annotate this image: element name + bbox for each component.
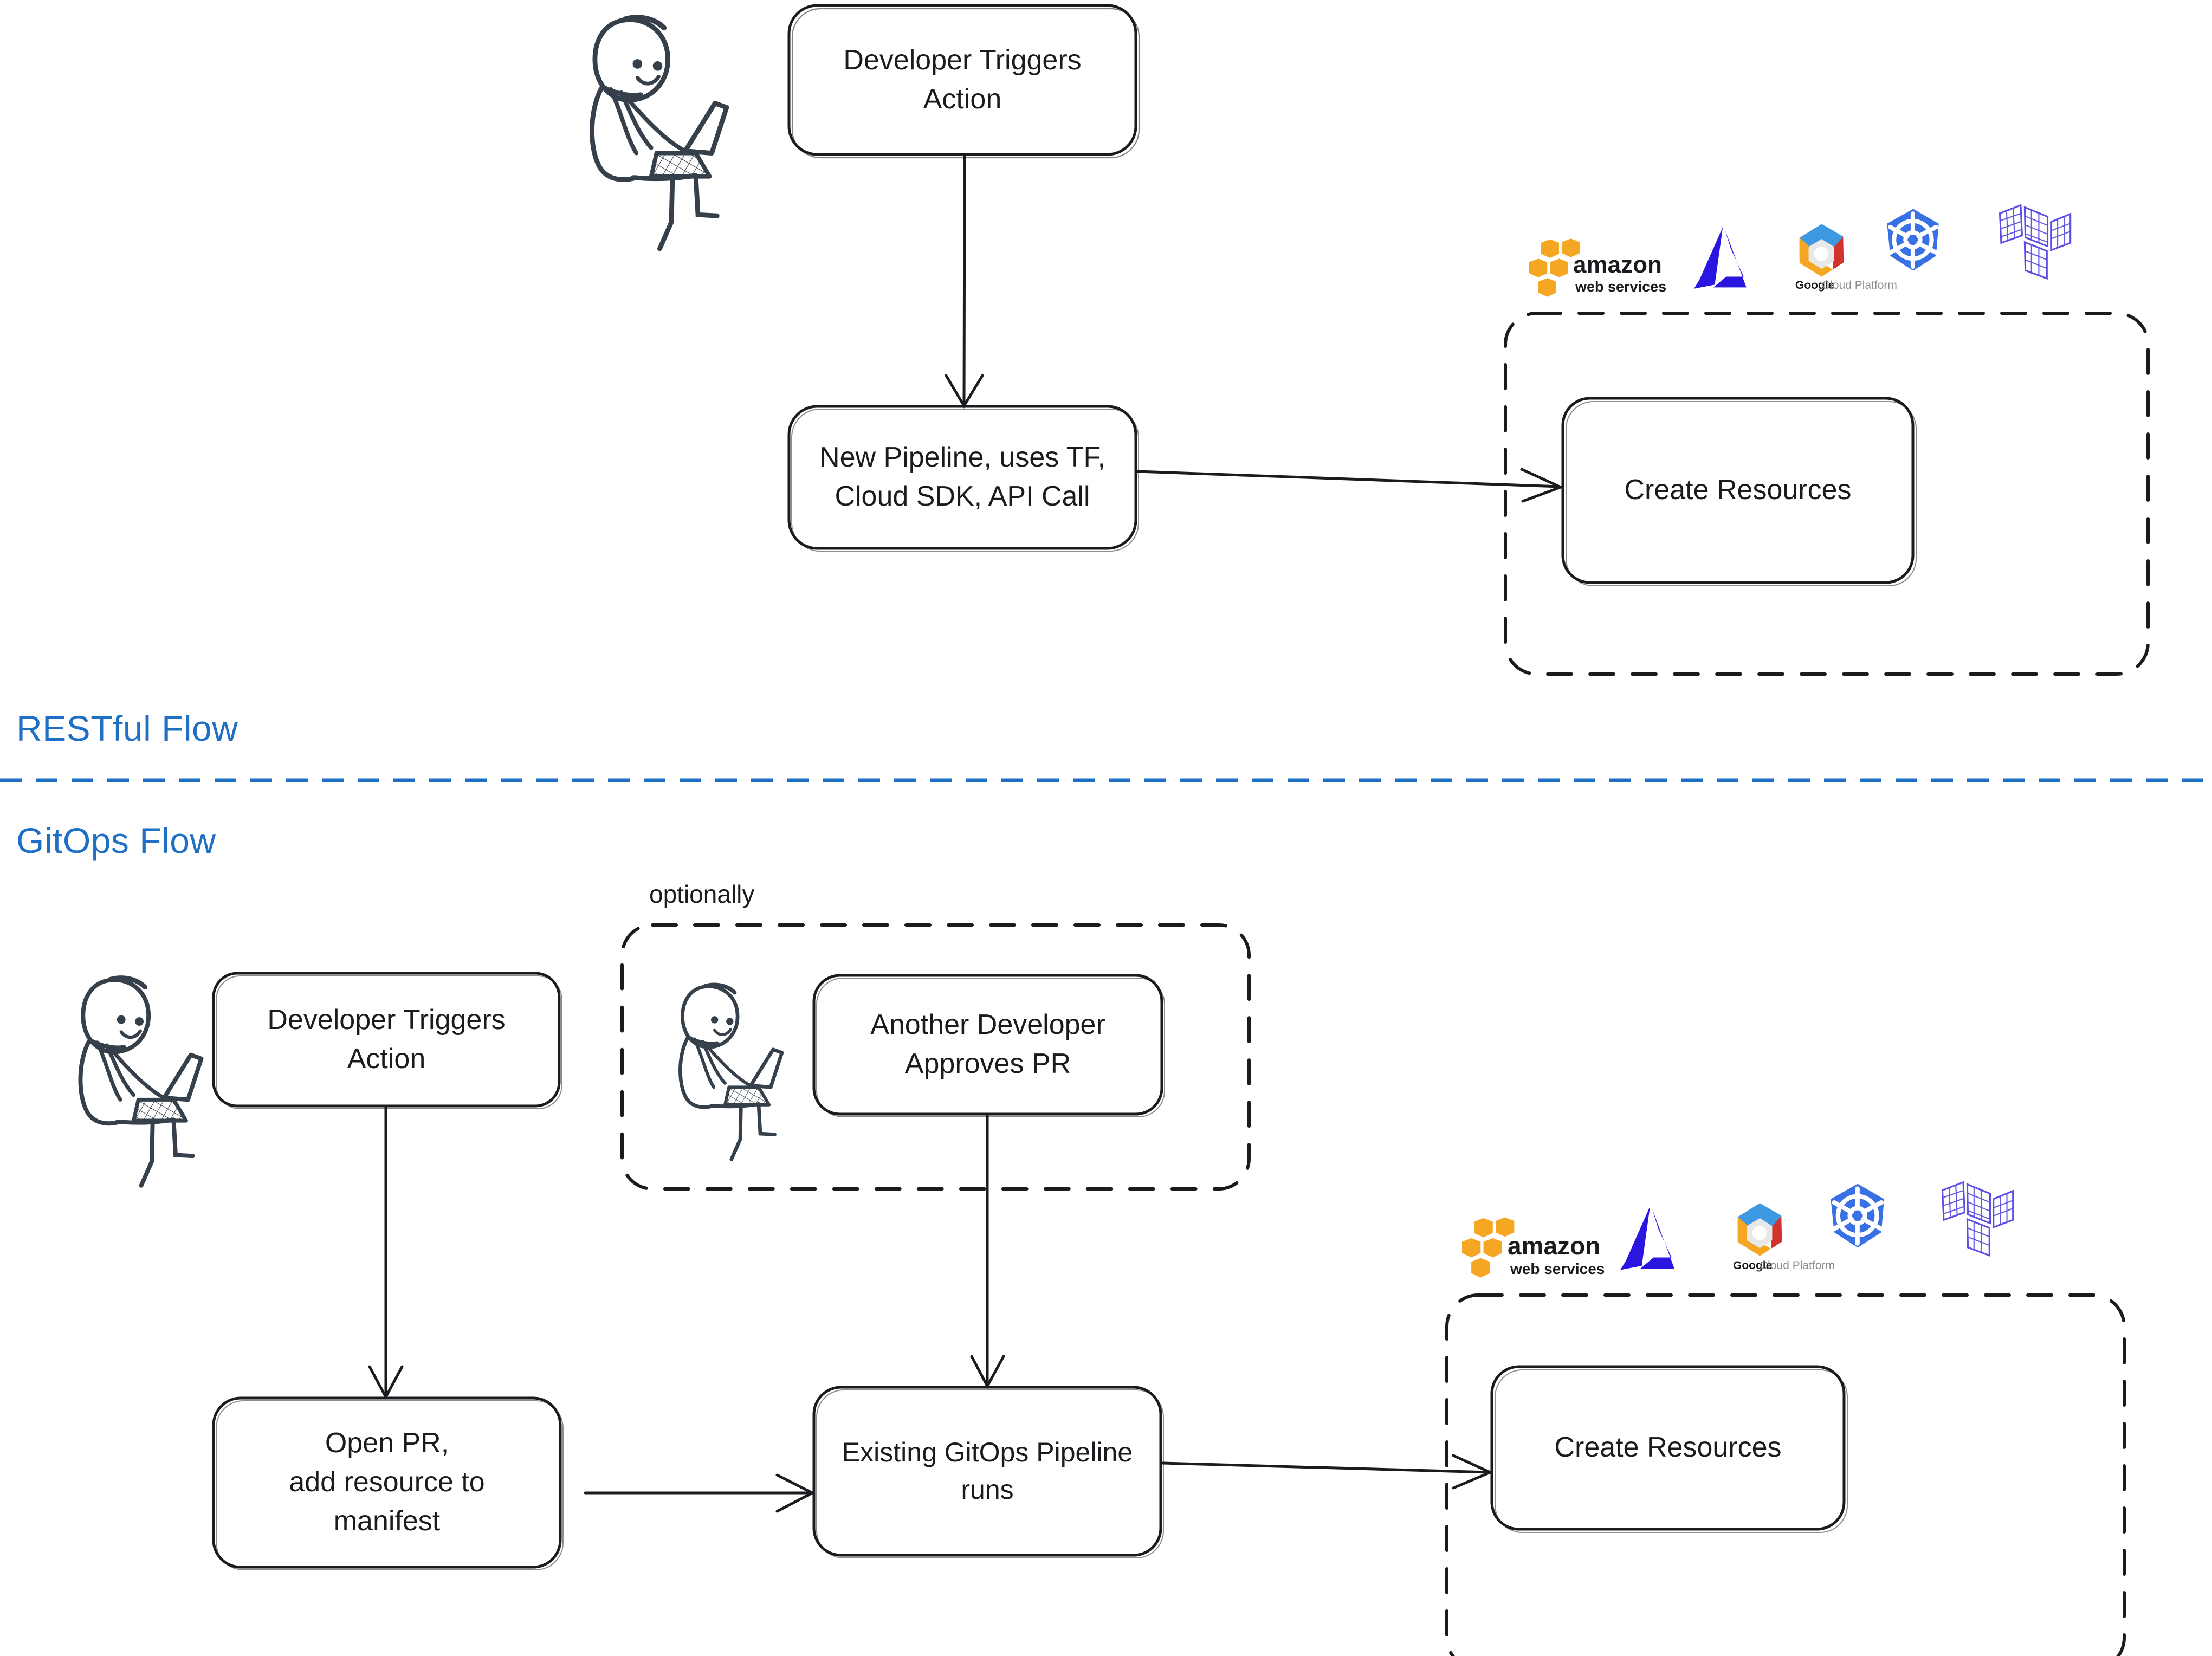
aws-wordmark-secondary: web services bbox=[1510, 1260, 1605, 1277]
aws-wordmark-primary: amazon bbox=[1508, 1232, 1600, 1260]
terraform-logo bbox=[1998, 204, 2072, 280]
kubernetes-logo bbox=[1831, 1184, 1884, 1248]
optional-label: optionally bbox=[649, 880, 755, 908]
section-title-restful-flow: RESTful Flow bbox=[16, 708, 238, 748]
node-new-pipeline[interactable] bbox=[787, 405, 1139, 552]
gcp-wordmark-primary: Google bbox=[1733, 1259, 1772, 1272]
edge-dev-to-pipeline-restful bbox=[945, 154, 984, 409]
restful-developer-figure bbox=[592, 17, 726, 249]
gitops-developer-figure bbox=[80, 978, 201, 1186]
node-developer-triggers-action-restful[interactable] bbox=[787, 4, 1140, 159]
azure-logo bbox=[1620, 1206, 1674, 1270]
gcp-wordmark-secondary: Cloud Platform bbox=[1760, 1259, 1835, 1272]
google-cloud-platform-logo bbox=[1737, 1203, 1782, 1256]
section-title-gitops-flow: GitOps Flow bbox=[16, 820, 216, 861]
node-developer-triggers-action-gitops[interactable] bbox=[212, 972, 562, 1109]
edge-approver-to-pipeline-gitops bbox=[970, 1114, 1005, 1389]
node-create-resources-gitops[interactable] bbox=[1490, 1365, 1848, 1533]
edge-pipeline-to-create-gitops bbox=[1161, 1454, 1494, 1490]
edge-dev-to-openpr-gitops bbox=[368, 1106, 404, 1400]
edge-openpr-to-pipeline-gitops bbox=[584, 1473, 816, 1513]
google-cloud-platform-logo bbox=[1799, 224, 1844, 277]
gitops-reviewer-figure bbox=[680, 985, 782, 1159]
gcp-wordmark-secondary: Cloud Platform bbox=[1822, 279, 1897, 292]
aws-wordmark-secondary: web services bbox=[1575, 279, 1666, 295]
aws-logo bbox=[1462, 1217, 1515, 1278]
azure-logo bbox=[1694, 227, 1747, 289]
aws-wordmark-primary: amazon bbox=[1573, 251, 1662, 278]
aws-logo bbox=[1529, 238, 1580, 297]
terraform-logo bbox=[1941, 1181, 2014, 1257]
optional-approval-group bbox=[620, 923, 1251, 1191]
kubernetes-logo bbox=[1887, 209, 1938, 270]
gcp-wordmark-primary: Google bbox=[1795, 279, 1834, 292]
node-create-resources-restful[interactable] bbox=[1561, 397, 1917, 586]
node-existing-gitops-pipeline[interactable] bbox=[812, 1386, 1164, 1558]
node-another-developer-approves-pr[interactable] bbox=[812, 974, 1165, 1117]
cloud-provider-group-gitops bbox=[1445, 1293, 2126, 1656]
edge-pipeline-to-create-restful bbox=[1136, 468, 1564, 503]
node-open-pr[interactable] bbox=[212, 1396, 564, 1570]
cloud-provider-group-restful bbox=[1504, 312, 2150, 676]
